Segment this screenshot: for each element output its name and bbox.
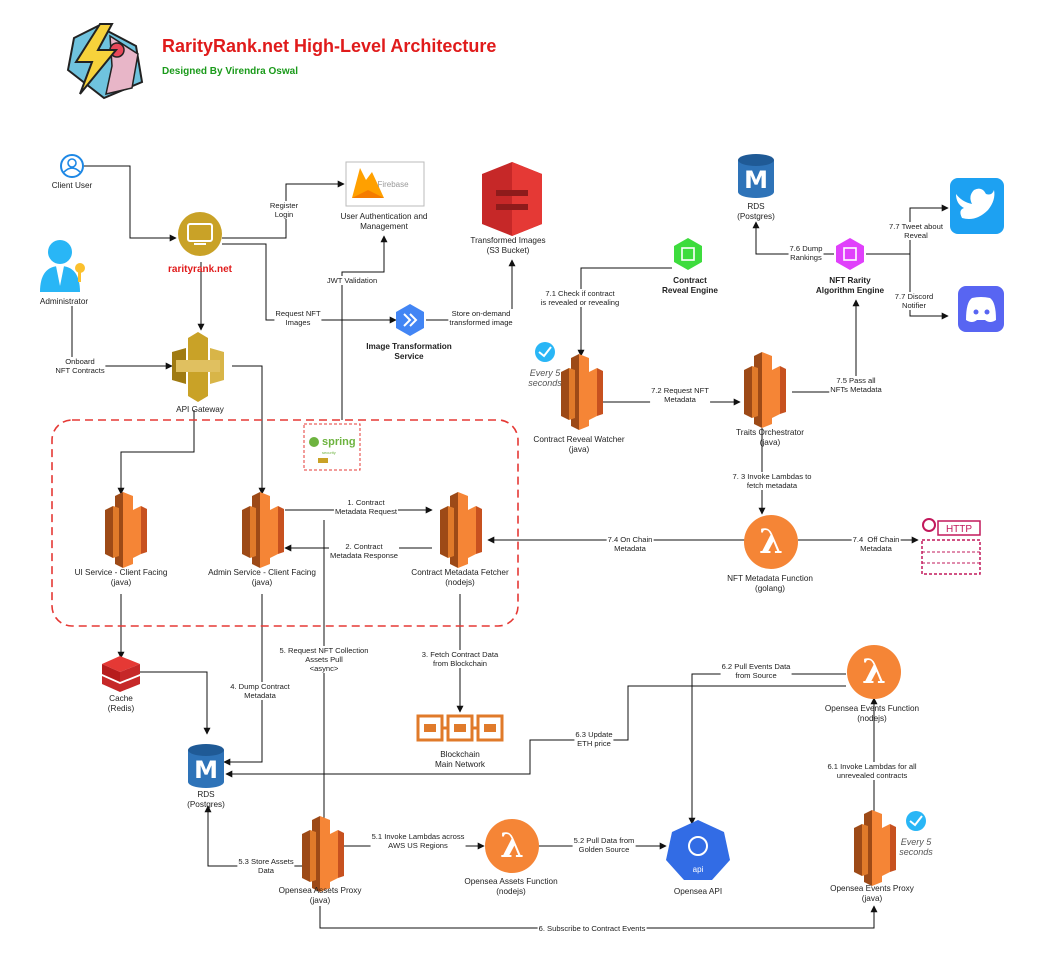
metadata-fetcher-label: Contract Metadata Fetcher (nodejs) (411, 568, 509, 587)
admin-service-icon (242, 492, 284, 568)
spring-logo-text: spring (322, 436, 356, 448)
client-user-icon (60, 154, 84, 178)
edge-request-images: Request NFT Images (274, 309, 322, 327)
edge-6: 6. Subscribe to Contract Events (537, 924, 647, 933)
rarityrank-label: rarityrank.net (168, 264, 232, 275)
reveal-watcher-icon (561, 354, 603, 430)
edge-7-4-on-chain: 7.4 On Chain Metadata (606, 535, 654, 553)
client-user-label: Client User (51, 181, 93, 190)
administrator-label: Administrator (39, 297, 89, 306)
edge-5-2: 5.2 Pull Data from Golden Source (572, 836, 636, 854)
edge-7-2: 7.2 Request NFT Metadata (650, 386, 710, 404)
discord-icon (958, 286, 1004, 332)
events-function-icon (847, 645, 901, 699)
rds-bottom-label: RDS (Postgres) (187, 790, 225, 809)
edge-3: 3. Fetch Contract Data from Blockchain (420, 650, 500, 668)
administrator-icon (40, 240, 85, 292)
reveal-engine-icon (674, 238, 702, 270)
rarity-engine-icon (836, 238, 864, 270)
edge-2: 2. Contract Metadata Response (329, 542, 399, 560)
rarityrank-logo (66, 23, 144, 100)
edge-6-1: 6.1 Invoke Lambdas for all unrevealed co… (826, 762, 918, 780)
edge-7-7-tweet: 7.7 Tweet about Reveal (888, 222, 944, 240)
rarityrank-web-icon (178, 212, 222, 256)
rds-top-label: RDS (Postgres) (737, 202, 775, 221)
twitter-icon (950, 178, 1004, 234)
assets-function-icon (485, 819, 539, 873)
api-gateway-label: API Gateway (176, 405, 224, 414)
assets-proxy-label: Opensea Assets Proxy (java) (278, 886, 362, 905)
admin-service-label: Admin Service - Client Facing (java) (208, 568, 316, 587)
rarity-engine-label: NFT Rarity Algorithm Engine (815, 276, 885, 295)
client-facing-boundary (51, 419, 519, 627)
firebase-icon (345, 161, 425, 207)
rds-top-icon (738, 154, 774, 198)
blockchain-label: Blockchain Main Network (434, 750, 486, 769)
page-title: RarityRank.net High-Level Architecture (162, 36, 497, 56)
edge-store-image: Store on-demand transformed image (448, 309, 514, 327)
firebase-brand-label: Firebase (377, 180, 409, 189)
edge-6-3: 6.3 Update ETH price (574, 730, 614, 748)
firebase-label: User Authentication and Management (340, 212, 428, 231)
assets-proxy-icon (302, 816, 344, 892)
image-service-label: Image Transformation Service (366, 342, 452, 361)
edge-5-1: 5.1 Invoke Lambdas across AWS US Regions (370, 832, 466, 850)
metadata-function-label: NFT Metadata Function (golang) (727, 574, 813, 593)
edge-7-1: 7.1 Check if contract is revealed or rev… (539, 289, 621, 307)
edge-6-2: 6.2 Pull Events Data from Source (720, 662, 792, 680)
edge-5: 5. Request NFT Collection Assets Pull <a… (278, 646, 370, 673)
scheduler-icon-watcher (535, 342, 555, 362)
http-label: HTTP (946, 524, 972, 535)
s3-bucket-icon (482, 162, 542, 236)
edge-1: 1. Contract Metadata Request (333, 498, 399, 516)
events-proxy-icon (854, 810, 896, 886)
opensea-api-label: Opensea API (673, 887, 723, 896)
opensea-api-icon: api (666, 820, 730, 880)
scheduler-icon-events (906, 811, 926, 831)
metadata-function-icon (744, 515, 798, 569)
edge-7-6: 7.6 Dump Rankings (788, 244, 824, 262)
events-function-label: Opensea Events Function (nodejs) (824, 704, 920, 723)
reveal-watcher-label: Contract Reveal Watcher (java) (533, 435, 625, 454)
redis-cache-icon (102, 656, 140, 692)
events-proxy-label: Opensea Events Proxy (java) (830, 884, 914, 903)
image-transformation-icon (396, 304, 424, 336)
rds-bottom-icon (188, 744, 224, 788)
page-subtitle: Designed By Virendra Oswal (162, 66, 298, 77)
opensea-api-icon-text: api (693, 865, 704, 874)
edge-5-3: 5.3 Store Assets Data (237, 857, 295, 875)
edge-onboard: Onboard NFT Contracts (54, 357, 106, 375)
blockchain-icon (416, 714, 504, 742)
edge-7-7-discord: 7.7 Discord Notifier (893, 292, 935, 310)
api-gateway-icon (172, 332, 224, 402)
spring-logo-subtext: security (322, 450, 336, 455)
cache-label: Cache (Redis) (107, 694, 135, 713)
s3-label: Transformed Images (S3 Bucket) (470, 236, 546, 255)
edge-register-login: Register Login (268, 201, 300, 219)
edge-4: 4. Dump Contract Metadata (229, 682, 291, 700)
ui-service-icon (105, 492, 147, 568)
edge-7-4-off-chain: 7.4 Off Chain Metadata (851, 535, 901, 553)
metadata-fetcher-icon (440, 492, 482, 568)
reveal-engine-label: Contract Reveal Engine (662, 276, 718, 295)
edge-7-5: 7.5 Pass all NFTs Metadata (829, 376, 883, 394)
edge-jwt-validation: JWT Validation (325, 276, 379, 285)
assets-function-label: Opensea Assets Function (nodejs) (464, 877, 558, 896)
every5-watcher-label: Every 5 seconds (528, 368, 562, 388)
every5-events-label: Every 5 seconds (899, 837, 933, 857)
edge-7-3: 7. 3 Invoke Lambdas to fetch metadata (731, 472, 813, 490)
spring-security-icon: spring security (303, 423, 361, 471)
traits-orchestrator-label: Traits Orchestrator (java) (736, 428, 804, 447)
traits-orchestrator-icon (744, 352, 786, 428)
http-icon: HTTP (921, 518, 981, 575)
ui-service-label: UI Service - Client Facing (java) (74, 568, 168, 587)
